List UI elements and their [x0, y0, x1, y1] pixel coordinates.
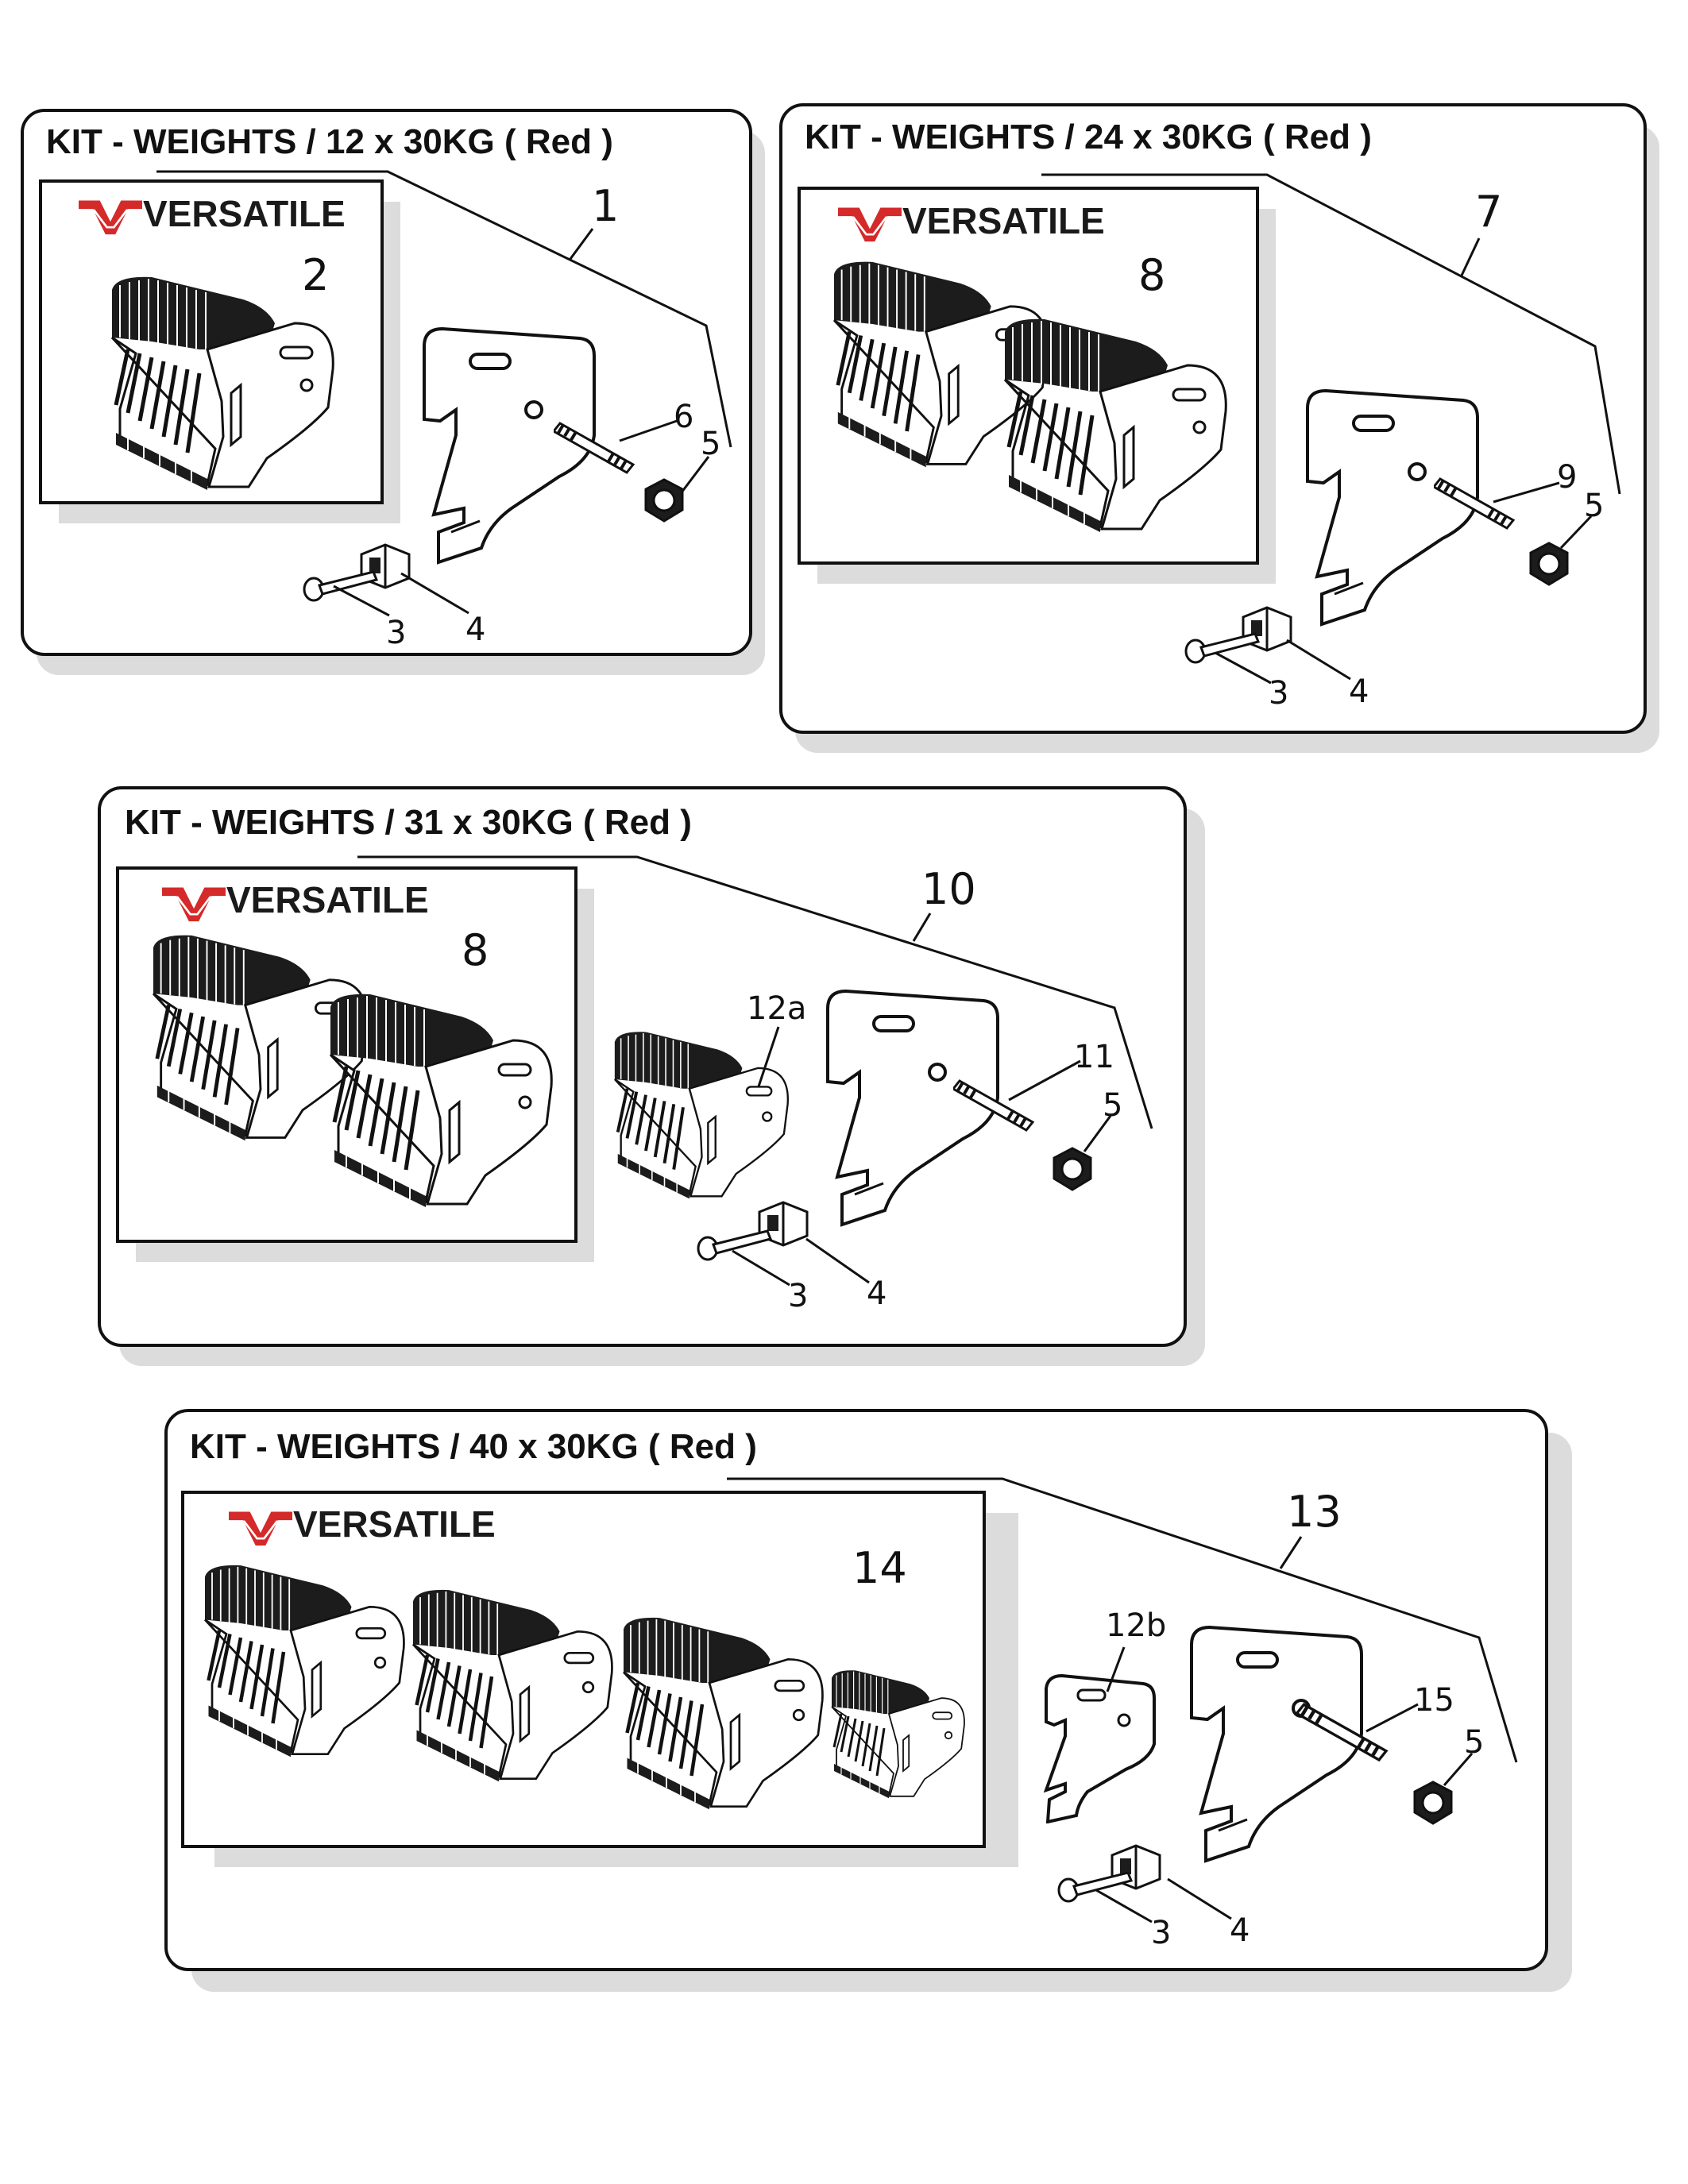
kit-callout: 7 — [1475, 187, 1502, 237]
logo-text: VERSATILE — [143, 193, 346, 234]
kit-panel-12x30kg: KIT - WEIGHTS / 12 x 30KG ( Red ) VERSAT… — [21, 109, 765, 675]
kit-callout-tick — [1279, 1536, 1303, 1569]
logo-text: VERSATILE — [293, 1503, 496, 1545]
extra-weight-callout: 12a — [747, 990, 806, 1027]
clamp-callout: 4 — [1230, 1912, 1250, 1949]
kit-panel-31x30kg: KIT - WEIGHTS / 31 x 30KG ( Red ) VERSAT… — [98, 786, 1205, 1366]
bolt-callout: 6 — [674, 399, 693, 435]
weights-callout: 8 — [1138, 250, 1165, 300]
weights-callout: 2 — [302, 250, 329, 300]
weights-callout: 8 — [462, 925, 489, 975]
kit-callout: 1 — [592, 181, 619, 231]
kit-callout: 13 — [1287, 1487, 1342, 1537]
bolt-callout: 9 — [1557, 459, 1577, 496]
logo-text: VERSATILE — [902, 200, 1105, 241]
clamp-callout: 4 — [867, 1275, 886, 1312]
bolt-callout: 11 — [1074, 1039, 1114, 1075]
carriage-bolt-callout: 3 — [1151, 1915, 1171, 1951]
kit-callout-tick — [1459, 237, 1481, 278]
nut-callout: 5 — [1584, 488, 1604, 524]
kit-title: KIT - WEIGHTS / 24 x 30KG ( Red ) — [805, 118, 1372, 156]
kit-panel-24x30kg: KIT - WEIGHTS / 24 x 30KG ( Red ) VERSAT… — [779, 103, 1659, 753]
kit-leader-line — [357, 855, 1153, 1129]
carriage-bolt-callout: 3 — [788, 1278, 808, 1314]
kit-leader-line — [1041, 173, 1621, 495]
clamp-callout: 4 — [465, 612, 485, 648]
kit-callout-tick — [912, 913, 932, 942]
weights-callout: 14 — [852, 1543, 907, 1593]
extra-weight-callout: 12b — [1106, 1607, 1166, 1644]
nut-callout: 5 — [701, 426, 720, 462]
kit-title: KIT - WEIGHTS / 40 x 30KG ( Red ) — [190, 1427, 757, 1466]
kit-panel-40x30kg: KIT - WEIGHTS / 40 x 30KG ( Red ) VERSAT… — [164, 1409, 1572, 1992]
kit-callout: 10 — [921, 864, 976, 914]
logo-text: VERSATILE — [226, 879, 429, 920]
kit-leader-line — [727, 1477, 1518, 1763]
kit-title: KIT - WEIGHTS / 12 x 30KG ( Red ) — [46, 122, 613, 161]
kit-leader-line — [156, 170, 732, 448]
kit-title: KIT - WEIGHTS / 31 x 30KG ( Red ) — [125, 803, 692, 842]
clamp-callout: 4 — [1349, 673, 1369, 710]
carriage-bolt-callout: 3 — [386, 615, 406, 651]
nut-callout: 5 — [1464, 1724, 1484, 1761]
nut-callout: 5 — [1103, 1087, 1122, 1124]
carriage-bolt-callout: 3 — [1269, 675, 1288, 712]
kit-callout-tick — [569, 228, 594, 260]
bolt-callout: 15 — [1414, 1682, 1454, 1719]
